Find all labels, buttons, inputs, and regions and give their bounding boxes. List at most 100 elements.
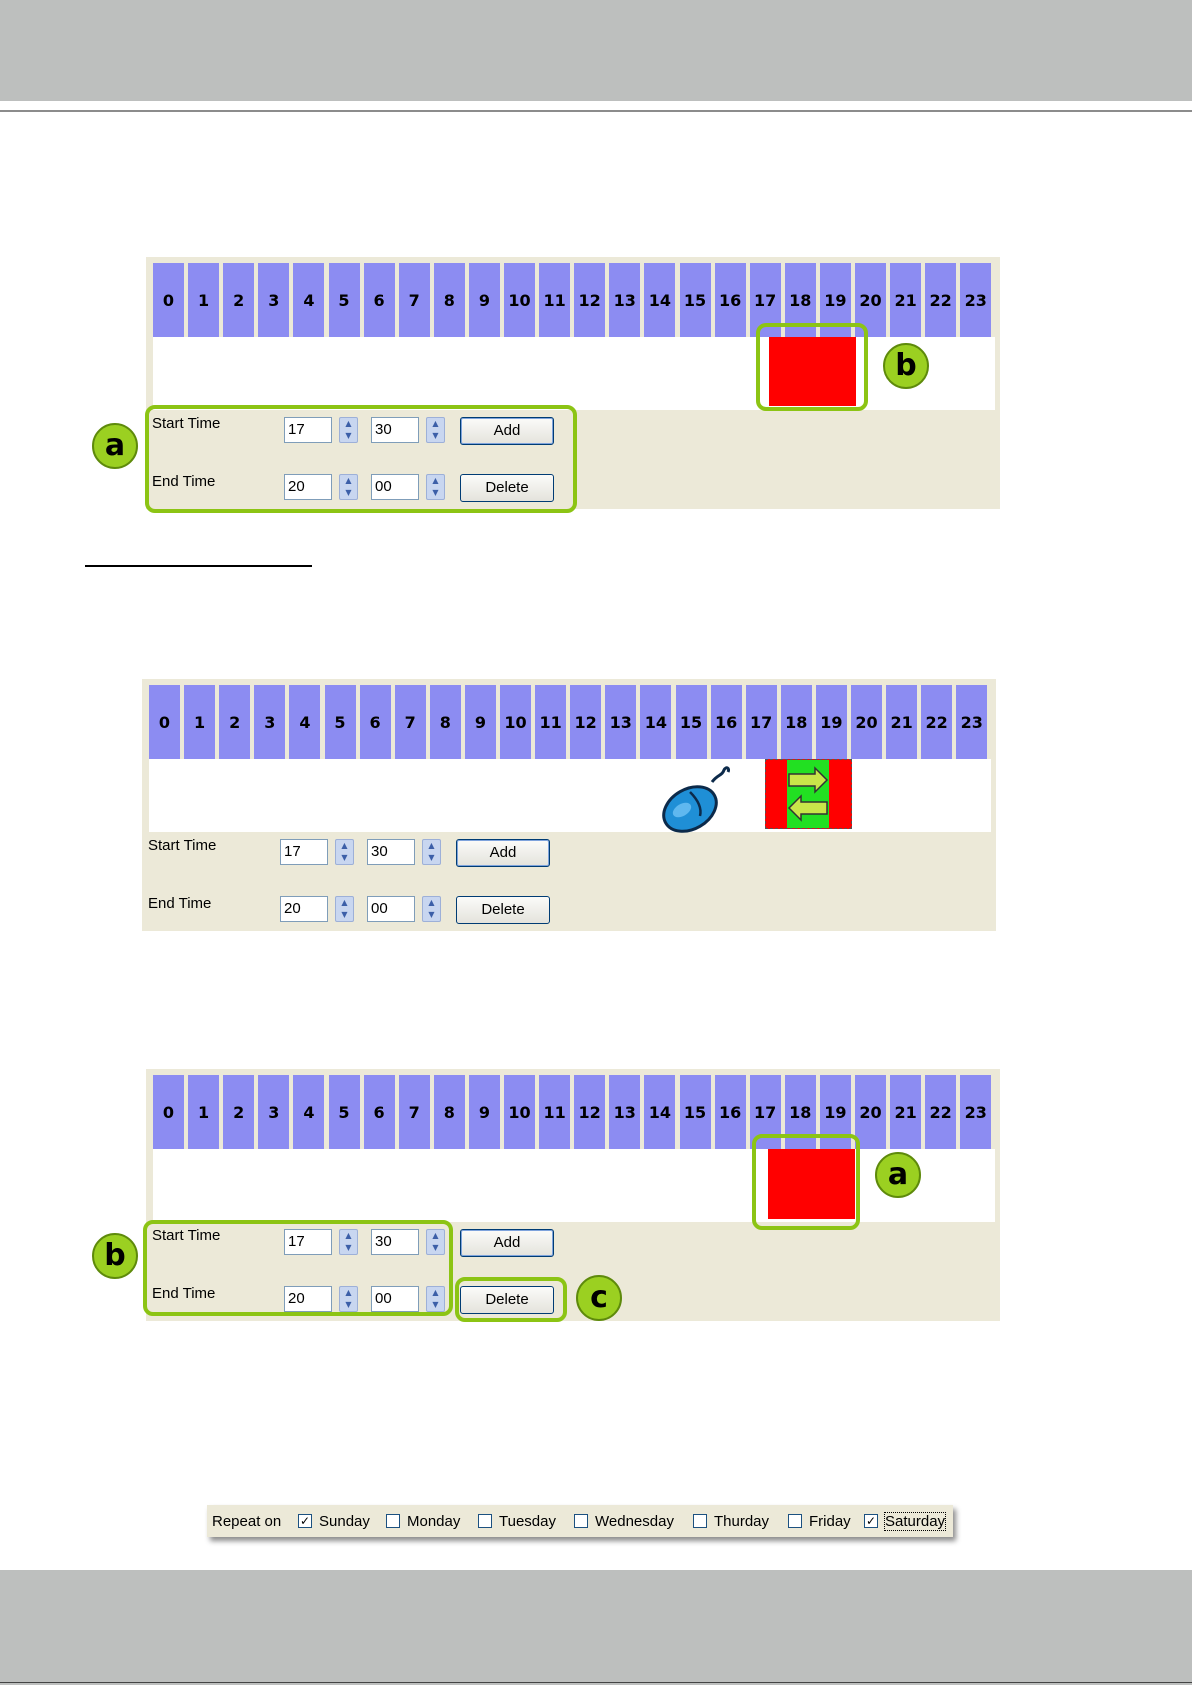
spin-up-icon[interactable]: ▲: [432, 476, 439, 485]
hour-cell-19[interactable]: 19: [815, 685, 847, 759]
thurday-checkbox[interactable]: [693, 1514, 707, 1528]
delete-button[interactable]: Delete: [460, 1286, 554, 1314]
spin-down-icon[interactable]: ▼: [432, 488, 439, 497]
hour-cell-16[interactable]: 16: [714, 263, 746, 337]
hour-cell-15[interactable]: 15: [675, 685, 707, 759]
spin-down-icon[interactable]: ▼: [432, 1243, 439, 1252]
hour-cell-13[interactable]: 13: [609, 1075, 641, 1149]
start-minute-input[interactable]: 30: [367, 839, 415, 865]
schedule-block[interactable]: [769, 337, 856, 406]
saturday-checkbox[interactable]: ✓: [864, 1514, 878, 1528]
hour-cell-16[interactable]: 16: [714, 1075, 746, 1149]
hour-cell-5[interactable]: 5: [328, 263, 360, 337]
hour-cell-6[interactable]: 6: [359, 685, 391, 759]
hour-cell-9[interactable]: 9: [464, 685, 496, 759]
hour-cell-23[interactable]: 23: [960, 1075, 992, 1149]
start-minute-spinner[interactable]: ▲▼: [426, 1229, 445, 1255]
hour-cell-21[interactable]: 21: [890, 263, 922, 337]
schedule-timeline[interactable]: [153, 1149, 995, 1222]
tuesday-label[interactable]: Tuesday: [499, 1513, 556, 1530]
spin-down-icon[interactable]: ▼: [341, 910, 348, 919]
schedule-block-dragging[interactable]: [765, 759, 852, 829]
spin-up-icon[interactable]: ▲: [345, 476, 352, 485]
end-minute-spinner[interactable]: ▲▼: [426, 474, 445, 500]
hour-cell-21[interactable]: 21: [886, 685, 918, 759]
hour-cell-11[interactable]: 11: [539, 1075, 571, 1149]
spin-down-icon[interactable]: ▼: [428, 853, 435, 862]
start-hour-input[interactable]: 17: [284, 1229, 332, 1255]
hour-cell-22[interactable]: 22: [921, 685, 953, 759]
end-minute-input[interactable]: 00: [371, 1286, 419, 1312]
hour-cell-15[interactable]: 15: [679, 263, 711, 337]
hour-cell-8[interactable]: 8: [433, 263, 465, 337]
spin-up-icon[interactable]: ▲: [345, 419, 352, 428]
thurday-label[interactable]: Thurday: [714, 1513, 770, 1530]
hour-cell-1[interactable]: 1: [188, 1075, 220, 1149]
spin-up-icon[interactable]: ▲: [345, 1231, 352, 1240]
saturday-label[interactable]: Saturday: [883, 1512, 947, 1531]
hour-cell-8[interactable]: 8: [429, 685, 461, 759]
friday-label[interactable]: Friday: [809, 1513, 851, 1530]
hour-cell-3[interactable]: 3: [258, 263, 290, 337]
hour-cell-10[interactable]: 10: [504, 263, 535, 337]
spin-up-icon[interactable]: ▲: [341, 898, 348, 907]
start-minute-spinner[interactable]: ▲▼: [422, 839, 441, 865]
spin-up-icon[interactable]: ▲: [428, 898, 435, 907]
spin-down-icon[interactable]: ▼: [345, 1300, 352, 1309]
hour-cell-23[interactable]: 23: [956, 685, 988, 759]
hour-cell-18[interactable]: 18: [780, 685, 812, 759]
hour-cell-20[interactable]: 20: [855, 1075, 886, 1149]
hour-cell-9[interactable]: 9: [468, 1075, 500, 1149]
hour-cell-22[interactable]: 22: [925, 1075, 957, 1149]
add-button[interactable]: Add: [460, 1229, 554, 1257]
hour-cell-4[interactable]: 4: [293, 263, 325, 337]
spin-up-icon[interactable]: ▲: [341, 841, 348, 850]
spin-up-icon[interactable]: ▲: [428, 841, 435, 850]
spin-down-icon[interactable]: ▼: [345, 488, 352, 497]
hour-cell-2[interactable]: 2: [223, 263, 255, 337]
hour-cell-0[interactable]: 0: [153, 263, 184, 337]
hour-cell-3[interactable]: 3: [258, 1075, 290, 1149]
start-minute-input[interactable]: 30: [371, 1229, 419, 1255]
hour-cell-9[interactable]: 9: [468, 263, 500, 337]
hour-cell-11[interactable]: 11: [535, 685, 567, 759]
delete-button[interactable]: Delete: [460, 474, 554, 502]
hour-cell-1[interactable]: 1: [184, 685, 216, 759]
hour-cell-0[interactable]: 0: [149, 685, 180, 759]
add-button[interactable]: Add: [456, 839, 550, 867]
delete-button[interactable]: Delete: [456, 896, 550, 924]
end-hour-input[interactable]: 20: [284, 1286, 332, 1312]
hour-cell-3[interactable]: 3: [254, 685, 286, 759]
tuesday-checkbox[interactable]: [478, 1514, 492, 1528]
hour-cell-12[interactable]: 12: [574, 1075, 606, 1149]
spin-down-icon[interactable]: ▼: [432, 431, 439, 440]
hour-cell-1[interactable]: 1: [188, 263, 220, 337]
hour-cell-14[interactable]: 14: [644, 1075, 676, 1149]
start-minute-input[interactable]: 30: [371, 417, 419, 443]
hour-cell-10[interactable]: 10: [504, 1075, 535, 1149]
hour-cell-14[interactable]: 14: [640, 685, 672, 759]
hour-cell-15[interactable]: 15: [679, 1075, 711, 1149]
sunday-checkbox[interactable]: ✓: [298, 1514, 312, 1528]
end-hour-spinner[interactable]: ▲▼: [339, 1286, 358, 1312]
end-minute-spinner[interactable]: ▲▼: [426, 1286, 445, 1312]
spin-up-icon[interactable]: ▲: [432, 419, 439, 428]
hour-cell-13[interactable]: 13: [609, 263, 641, 337]
monday-checkbox[interactable]: [386, 1514, 400, 1528]
hour-cell-7[interactable]: 7: [394, 685, 426, 759]
start-hour-input[interactable]: 17: [284, 417, 332, 443]
hour-cell-8[interactable]: 8: [433, 1075, 465, 1149]
schedule-block[interactable]: [768, 1149, 855, 1219]
hour-cell-20[interactable]: 20: [851, 685, 882, 759]
hour-cell-13[interactable]: 13: [605, 685, 637, 759]
hour-cell-0[interactable]: 0: [153, 1075, 184, 1149]
hour-cell-23[interactable]: 23: [960, 263, 992, 337]
hour-cell-10[interactable]: 10: [500, 685, 531, 759]
start-hour-input[interactable]: 17: [280, 839, 328, 865]
hour-cell-16[interactable]: 16: [710, 685, 742, 759]
monday-label[interactable]: Monday: [407, 1513, 461, 1530]
friday-checkbox[interactable]: [788, 1514, 802, 1528]
add-button[interactable]: Add: [460, 417, 554, 445]
hour-cell-12[interactable]: 12: [570, 685, 602, 759]
hour-cell-22[interactable]: 22: [925, 263, 957, 337]
